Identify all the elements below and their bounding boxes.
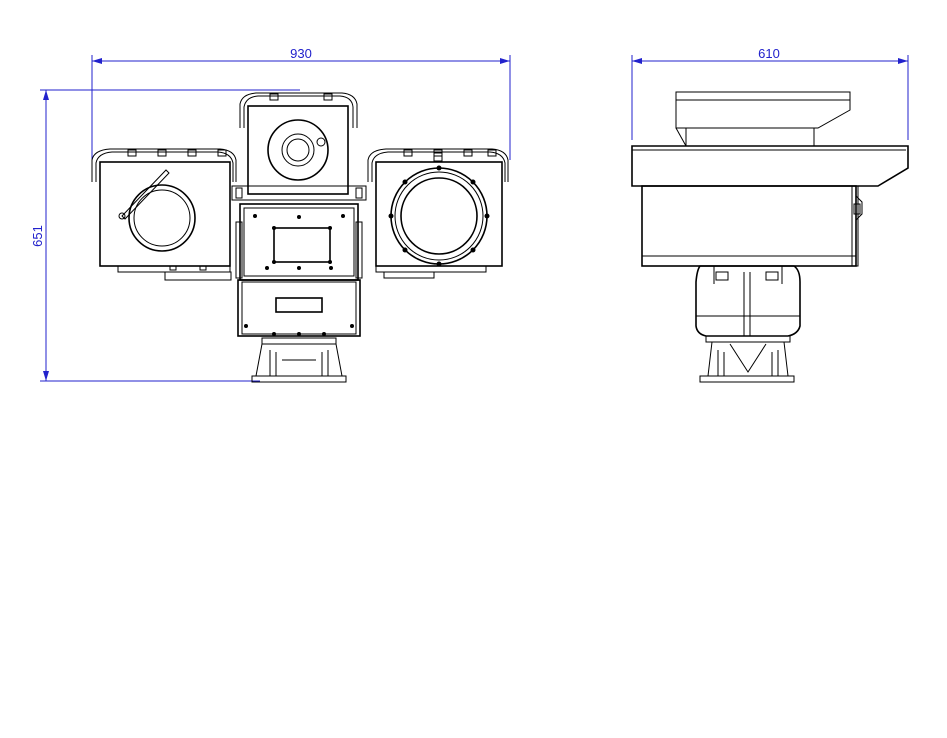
front-view: [91, 92, 509, 383]
side-pan-unit: [695, 265, 801, 337]
right-camera-housing: [367, 148, 509, 279]
side-base-pedestal: [699, 335, 795, 383]
side-camera-body: [641, 185, 863, 267]
front-height-dimension: 651: [30, 89, 300, 382]
side-upper-housing: [631, 145, 909, 187]
side-view: [631, 91, 909, 383]
side-width-dimension: 610: [631, 46, 909, 140]
top-camera-housing: [239, 92, 358, 195]
side-top-housing: [675, 91, 851, 147]
left-camera-housing: [91, 148, 237, 281]
front-width-label: 930: [290, 46, 312, 61]
side-width-label: 610: [758, 46, 780, 61]
front-height-label: 651: [30, 225, 45, 247]
front-base-pedestal: [251, 337, 347, 383]
front-width-dimension: 930: [91, 46, 511, 160]
central-pan-tilt-body: [231, 185, 367, 337]
